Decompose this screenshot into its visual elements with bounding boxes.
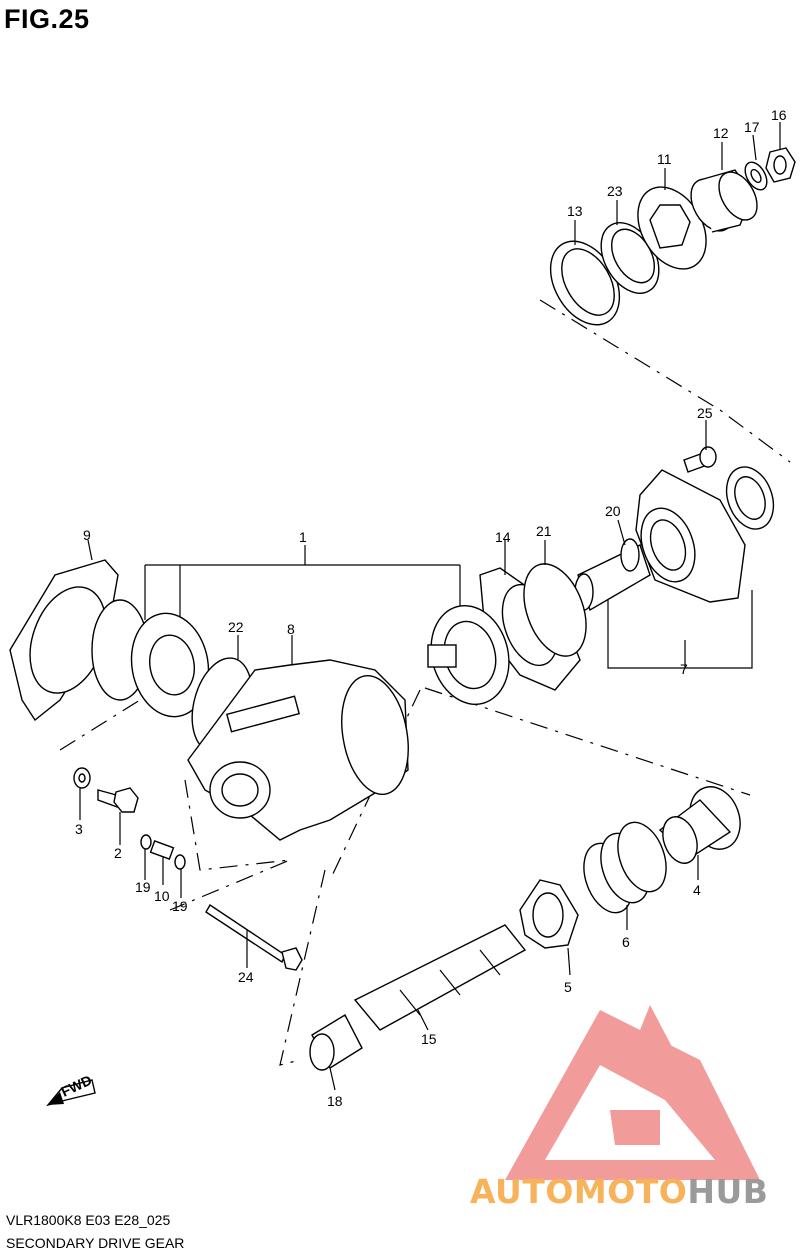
model-code: VLR1800K8 E03 E28_025 (6, 1212, 171, 1228)
part-4-bearing (658, 786, 741, 864)
label-part-1: 1 (299, 529, 307, 545)
label-part-18: 18 (327, 1093, 343, 1109)
part-16-nut (765, 147, 796, 183)
label-part-17: 17 (744, 119, 760, 135)
part-19-oring-a (140, 834, 152, 850)
label-part-24: 24 (238, 969, 254, 985)
part-12-coupling (690, 169, 758, 233)
label-part-8: 8 (287, 621, 295, 637)
label-part-19-b: 19 (172, 898, 188, 914)
label-part-14: 14 (495, 529, 511, 545)
label-part-7: 7 (680, 661, 688, 677)
label-part-11: 11 (657, 151, 672, 167)
label-part-15: 15 (421, 1031, 437, 1047)
label-part-10: 10 (154, 888, 170, 904)
label-part-4: 4 (693, 882, 701, 898)
watermark-logo (505, 1005, 760, 1180)
part-24-long-bolt (205, 904, 303, 971)
leader-lines (79, 122, 781, 1091)
brand-part-1: AUTOMOTO (470, 1172, 688, 1211)
part-3-washer (73, 767, 91, 789)
fwd-arrow-icon: FWD (46, 1072, 96, 1107)
label-part-25: 25 (697, 405, 713, 421)
part-25-bolt (683, 446, 717, 473)
part-5-cam (519, 879, 579, 949)
label-part-19-a: 19 (135, 879, 151, 895)
part-21-oring (523, 563, 587, 657)
callout-brackets (144, 545, 753, 669)
part-20-shaft (574, 538, 651, 612)
label-part-9: 9 (83, 527, 91, 543)
label-part-12: 12 (713, 125, 729, 141)
label-part-21: 21 (536, 523, 552, 539)
watermark-brand-text: AUTOMOTOHUB (470, 1172, 768, 1211)
part-13-oil-seal (549, 240, 621, 326)
label-part-6: 6 (622, 934, 630, 950)
part-6-spring (583, 821, 667, 914)
label-part-23: 23 (607, 183, 623, 199)
bevel-gear-right (427, 605, 510, 705)
figure-caption: SECONDARY DRIVE GEAR (6, 1235, 185, 1251)
part-labels: 1 2 3 4 5 6 7 8 9 10 11 12 13 14 15 16 1… (75, 107, 787, 1109)
part-7-bearing-housing (635, 466, 775, 603)
label-part-2: 2 (114, 845, 122, 861)
part-9-gasket (9, 559, 119, 722)
brand-part-2: HUB (687, 1172, 769, 1211)
part-10-dowel (149, 840, 175, 860)
part-18-needle-bearing (309, 1014, 363, 1071)
label-part-5: 5 (564, 979, 572, 995)
part-17-washer (744, 161, 768, 191)
label-part-16: 16 (771, 107, 787, 123)
part-15-shaft (353, 924, 527, 1031)
part-2-bolt (97, 787, 139, 813)
part-8-gear-case (187, 659, 409, 841)
label-part-22: 22 (228, 619, 244, 635)
bevel-gear-left (91, 599, 210, 718)
part-19-oring-b (174, 854, 186, 870)
label-part-20: 20 (605, 503, 621, 519)
assembly-guide-lines (59, 299, 791, 1066)
label-part-3: 3 (75, 821, 83, 837)
figure-title: FIG.25 (4, 4, 90, 34)
label-part-13: 13 (567, 203, 583, 219)
